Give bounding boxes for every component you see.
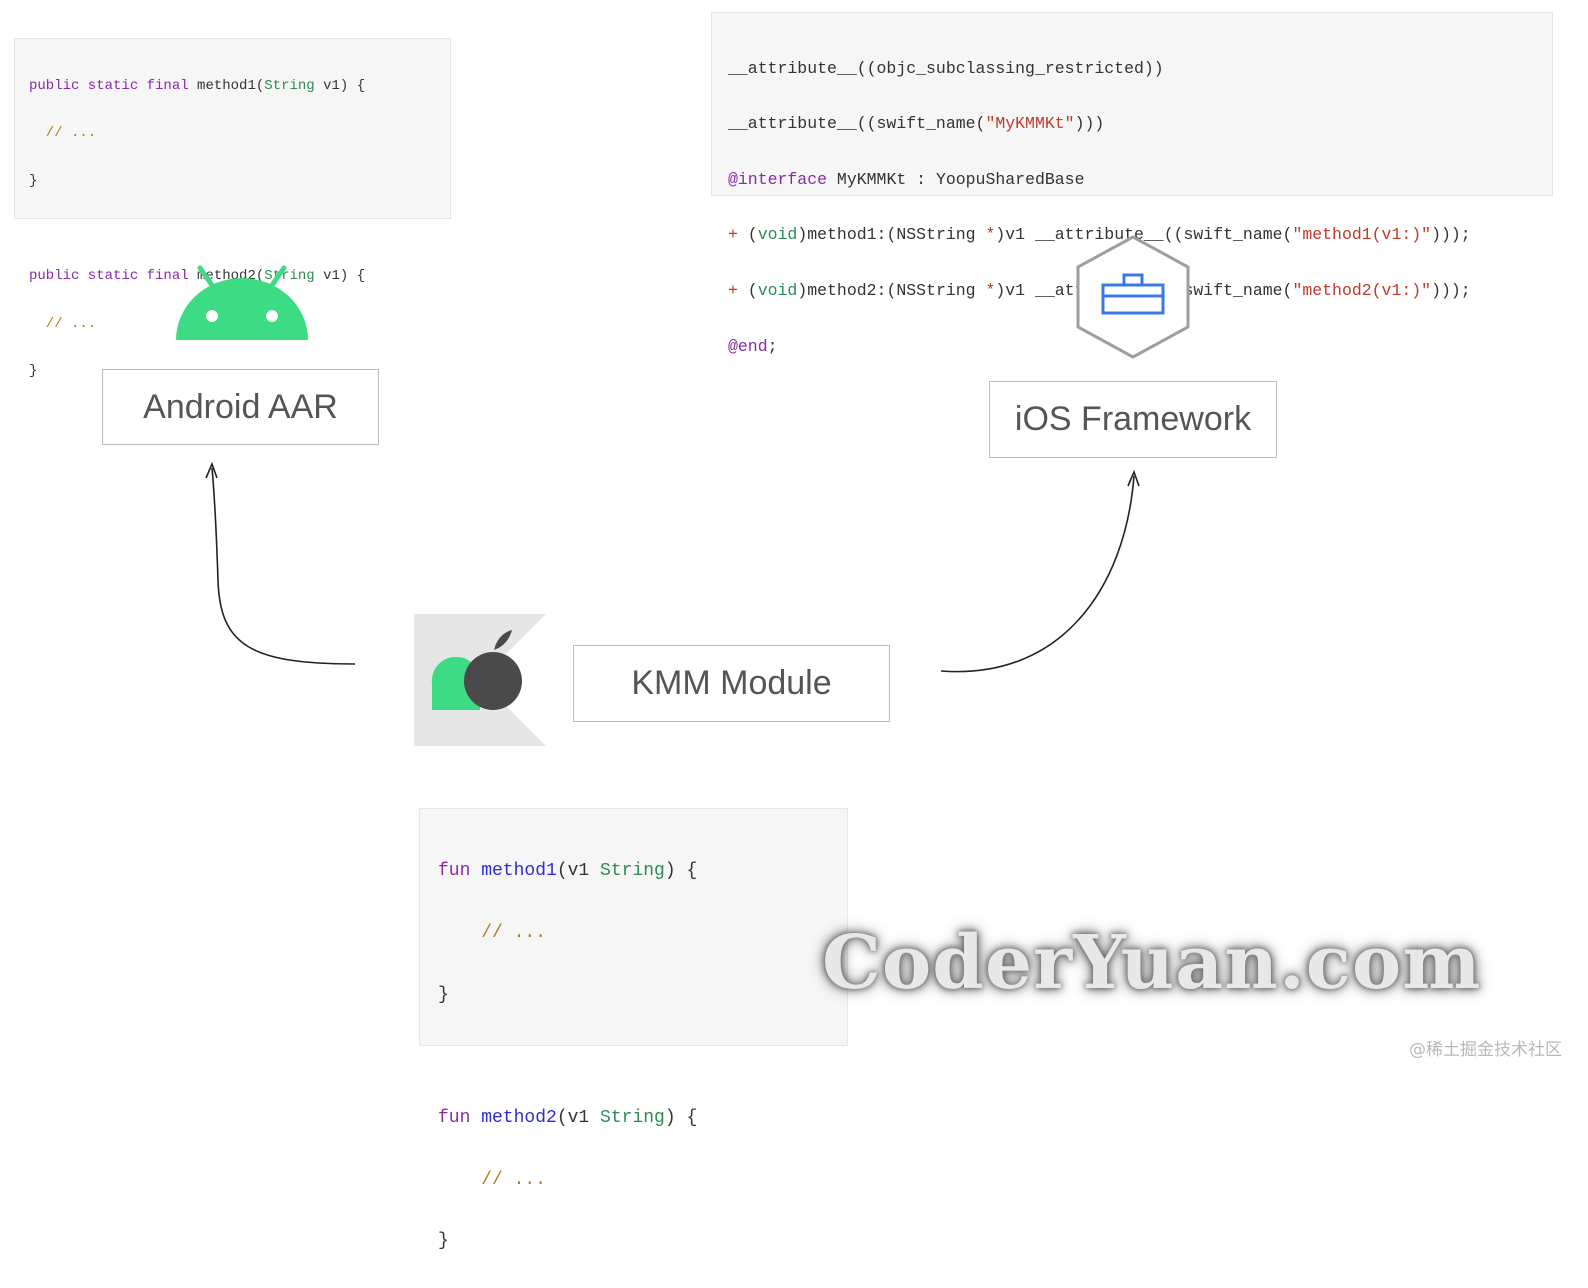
code-comment: // ... — [438, 922, 547, 943]
code-text: __attribute__((swift_name( — [728, 114, 986, 134]
code-text: ) { — [664, 1108, 698, 1128]
code-function-name: method1 — [470, 861, 557, 882]
code-type: String — [600, 861, 665, 882]
code-comment: // ... — [29, 125, 97, 142]
arrow-kmm-to-android — [211, 467, 356, 665]
code-text: } — [438, 1231, 449, 1252]
code-text: ( — [737, 280, 758, 300]
code-directive: @end — [728, 336, 768, 356]
code-text: )method2:(NSString — [797, 280, 986, 300]
kmm-module-label: KMM Module — [573, 645, 890, 722]
code-text: )method1:(NSString — [797, 225, 986, 245]
code-text: )v1 __attribute__((swift_name( — [995, 225, 1293, 245]
code-text: MyKMMKt : YoopuSharedBase — [827, 169, 1085, 189]
android-robot-icon — [176, 265, 308, 340]
code-text: ; — [767, 336, 778, 356]
code-type: String — [600, 1108, 665, 1128]
code-operator: * — [985, 280, 996, 300]
ios-framework-label: iOS Framework — [989, 381, 1277, 458]
code-text: } — [29, 363, 38, 380]
code-operator: + — [728, 280, 738, 300]
watermark-text: CoderYuan.com — [822, 920, 1482, 1006]
code-text: ))); — [1431, 225, 1471, 245]
code-keyword: public static final — [29, 268, 189, 285]
kmm-logo-icon — [414, 614, 546, 746]
code-keyword: fun — [438, 1108, 471, 1128]
code-text: } — [29, 172, 38, 189]
source-credit: @稀土掘金技术社区 — [1409, 1040, 1562, 1060]
arrow-kmm-to-ios — [940, 475, 1135, 673]
code-text: method1( — [188, 77, 265, 94]
code-text: (v1 — [556, 1108, 601, 1128]
code-type: void — [757, 280, 798, 300]
code-operator: * — [985, 225, 996, 245]
code-text: __attribute__((objc_subclassing_restrict… — [728, 58, 1164, 78]
code-text: } — [438, 984, 449, 1005]
code-operator: + — [728, 225, 738, 245]
framework-toolbox-icon — [1076, 235, 1190, 359]
code-text: ))); — [1431, 280, 1471, 300]
code-comment: // ... — [29, 315, 97, 332]
code-blank-line — [438, 1041, 829, 1072]
code-directive: @interface — [728, 169, 828, 189]
code-text: ( — [737, 225, 758, 245]
code-string: "MyKMMKt" — [985, 114, 1075, 134]
code-blank-line — [29, 218, 436, 242]
code-comment: // ... — [438, 1169, 547, 1190]
code-text: ) { — [664, 861, 698, 882]
code-text: v1) { — [314, 268, 366, 285]
code-text: ))) — [1074, 114, 1105, 134]
code-string: "method1(v1:)" — [1292, 225, 1432, 245]
kotlin-code-block: fun method1(v1 String) { // ... } fun me… — [419, 808, 848, 1251]
code-type: void — [757, 225, 798, 245]
code-string: "method2(v1:)" — [1292, 280, 1432, 300]
code-keyword: public static final — [29, 77, 189, 94]
code-type: String — [264, 77, 315, 94]
code-keyword: fun — [438, 861, 471, 882]
java-code-block: public static final method1(String v1) {… — [14, 38, 451, 379]
code-text: (v1 — [556, 861, 601, 882]
objc-code-block: __attribute__((objc_subclassing_restrict… — [711, 12, 1553, 356]
android-aar-label: Android AAR — [102, 369, 379, 445]
code-function-name: method2 — [470, 1108, 557, 1128]
code-text: v1) { — [314, 77, 366, 94]
